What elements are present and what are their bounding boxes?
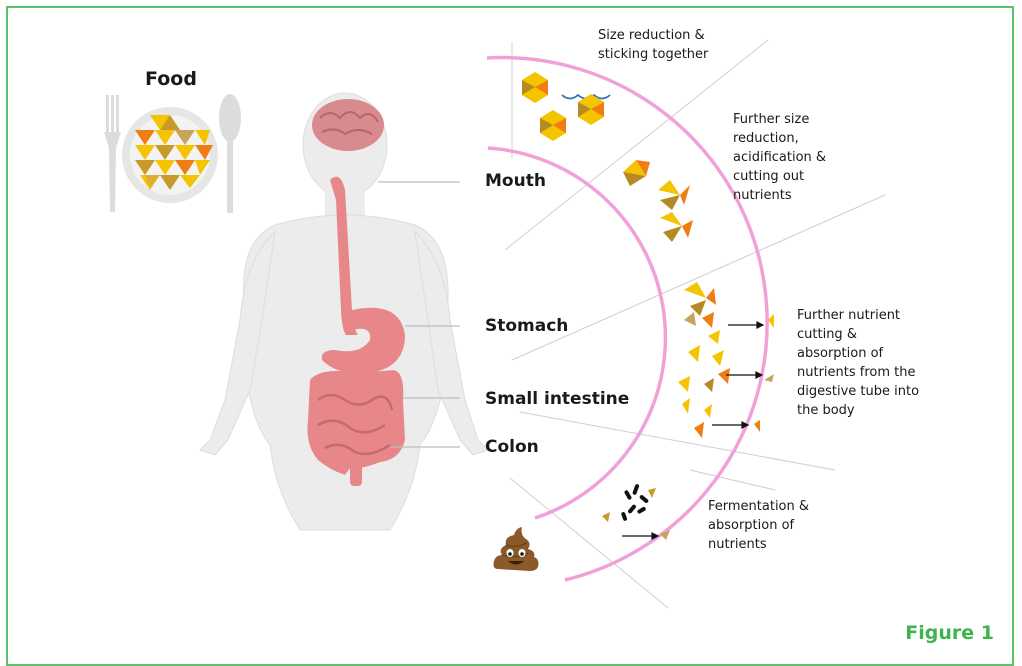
poop-icon xyxy=(490,525,542,575)
bacteria-icon xyxy=(602,484,670,540)
figure-label: Figure 1 xyxy=(905,622,994,644)
desc-small-intestine: Further nutrient cutting & absorption of… xyxy=(797,306,919,420)
brain-icon xyxy=(312,99,384,151)
organ-label-stomach: Stomach xyxy=(485,316,568,336)
desc-colon: Fermentation & absorption of nutrients xyxy=(708,497,809,554)
food-label: Food xyxy=(145,68,197,90)
desc-mouth: Size reduction & sticking together xyxy=(598,26,708,64)
organ-label-colon: Colon xyxy=(485,437,539,457)
desc-stomach: Further size reduction, acidification & … xyxy=(733,110,826,205)
organ-label-mouth: Mouth xyxy=(485,171,546,191)
small-intestine-particles xyxy=(678,282,774,438)
organ-label-small-intestine: Small intestine xyxy=(485,389,629,409)
spoon-icon xyxy=(219,94,241,213)
mouth-food-particles xyxy=(522,72,610,141)
fork-icon xyxy=(104,95,121,212)
